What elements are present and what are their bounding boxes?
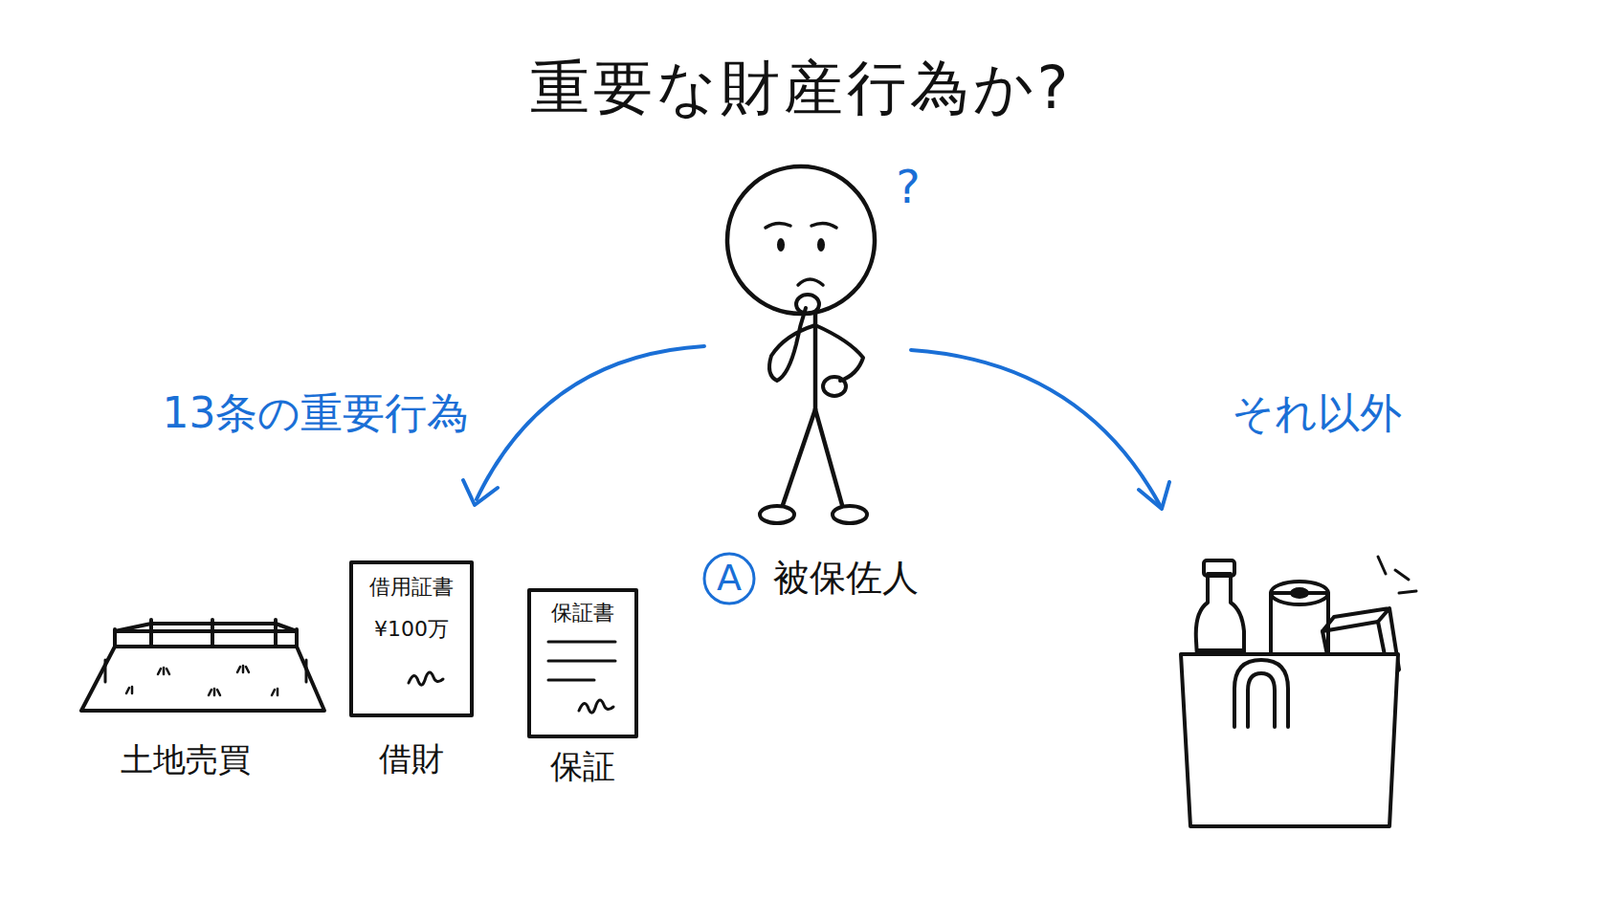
party-letter: A [716,557,742,600]
question-mark: ? [895,160,920,214]
item-caption: 保証 [550,748,616,786]
item-caption: 土地売買 [120,741,251,779]
branch-arrows [463,346,1170,510]
party-circle: A [702,552,756,606]
land-parcel [81,620,325,712]
document-box: 借用証書 ¥100万借財 [349,560,474,781]
branch-label: 13条の重要行為 [162,389,470,439]
amount: ¥100万 [374,617,449,642]
document-heading: 保証書 [551,600,615,625]
stick-figure [727,166,875,524]
item-caption: 借財 [378,740,445,778]
shopping-bag [1180,556,1417,827]
document-heading: 借用証書 [369,575,454,600]
document-box: 保証書保証 [527,588,639,790]
diagram-title: 重要な財産行為か? [530,53,1073,122]
party-label: 被保佐人 [773,557,919,600]
branch-label: それ以外 [1231,389,1402,439]
